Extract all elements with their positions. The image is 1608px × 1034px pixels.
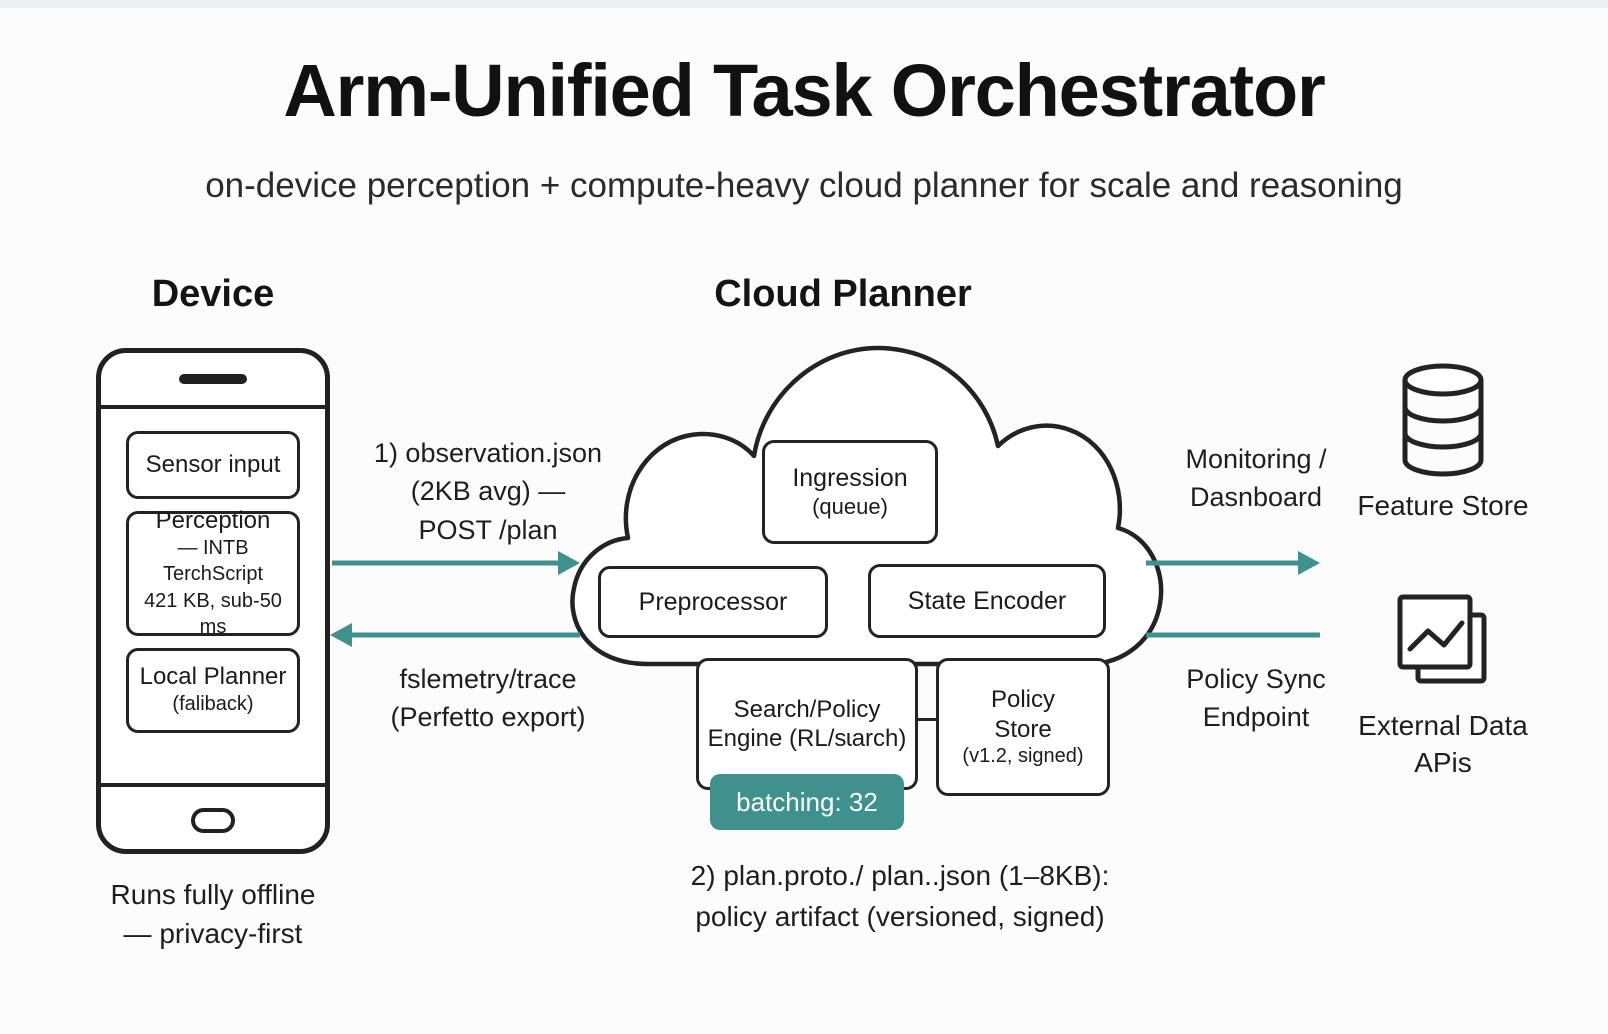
device-phone-frame: Sensor input Perception — INTB TerchScri… <box>96 348 330 854</box>
device-caption-line2: — privacy-first <box>123 917 303 949</box>
connector-search-to-policy-store <box>918 718 938 721</box>
flow-label-telemetry-line2: (Perfetto export) <box>390 702 586 733</box>
node-external-data-apis-line1: External Data <box>1358 710 1528 741</box>
cloud-box-policy-store-line1: Policy <box>990 686 1056 714</box>
phone-bottom-divider <box>101 783 325 787</box>
device-box-sensor-input-label: Sensor input <box>145 450 281 478</box>
node-external-data-apis-label: External Data APis <box>1330 708 1556 782</box>
flow-label-monitoring: Monitoring / Dasnboard <box>1140 440 1372 517</box>
page-title: Arm-Unified Task Orchestrator <box>283 49 1325 132</box>
device-column-heading: Device <box>151 273 275 315</box>
cloud-column-heading: Cloud Planner <box>714 273 972 315</box>
cloud-box-ingression-title: Ingression <box>792 464 908 493</box>
flow-label-request-line2: (2KB avg) — <box>410 476 566 507</box>
node-external-data-apis[interactable]: External Data APis <box>1330 578 1556 782</box>
cloud-box-preprocessor[interactable]: Preprocessor <box>598 566 828 638</box>
device-box-perception-model: — INTB TerchScript <box>162 536 264 586</box>
device-box-perception-title: Perception <box>155 506 271 534</box>
cloud-box-policy-store[interactable]: Policy Store (v1.2, signed) <box>936 658 1110 796</box>
cloud-box-policy-store-version: (v1.2, signed) <box>962 744 1084 767</box>
cloud-box-ingression-sub: (queue) <box>812 494 888 520</box>
cloud-caption-line1: 2) plan.proto./ plan..json (1–8KB): <box>690 860 1110 891</box>
device-box-perception[interactable]: Perception — INTB TerchScript 421 KB, su… <box>126 507 300 638</box>
flow-label-policy-sync: Policy Sync Endpoint <box>1140 660 1372 737</box>
flow-label-request-line1: 1) observation.json <box>373 438 603 468</box>
arrow-cloud-to-device <box>330 623 580 647</box>
arrow-cloud-to-feature-store <box>1146 551 1320 575</box>
device-box-sensor-input[interactable]: Sensor input <box>126 431 300 499</box>
batching-badge: batching: 32 <box>710 774 904 830</box>
device-box-local-planner-sub: (faliback) <box>172 693 254 716</box>
cloud-box-state-encoder-label: State Encoder <box>907 587 1067 615</box>
node-feature-store[interactable]: Feature Store <box>1330 358 1556 525</box>
cloud-box-search-policy-title: Search/Policy <box>733 695 881 723</box>
cloud-box-policy-store-line2: Store <box>994 715 1052 743</box>
phone-speaker-icon <box>179 374 247 384</box>
flow-label-monitoring-line2: Dasnboard <box>1189 482 1323 513</box>
chart-layers-icon <box>1330 578 1556 702</box>
phone-top-divider <box>101 405 325 409</box>
flow-label-policy-sync-line1: Policy Sync <box>1186 664 1326 694</box>
flow-label-telemetry-line1: fslemetry/trace <box>399 664 577 694</box>
device-caption-line1: Runs fully offline <box>110 879 316 910</box>
page-subtitle: on-device perception + compute-heavy clo… <box>205 166 1403 205</box>
top-strip <box>0 0 1608 8</box>
cloud-caption: 2) plan.proto./ plan..json (1–8KB): poli… <box>600 856 1200 937</box>
cloud-box-state-encoder[interactable]: State Encoder <box>868 564 1106 638</box>
arrow-device-to-cloud <box>332 551 580 575</box>
flow-label-request-line3: POST /plan <box>418 514 558 545</box>
flow-label-telemetry: fslemetry/trace (Perfetto export) <box>352 660 624 737</box>
device-caption: Runs fully offline — privacy-first <box>60 876 366 953</box>
cloud-box-search-policy-engine[interactable]: Search/Policy Engine (RL/sɩarch) <box>696 658 918 790</box>
node-external-data-apis-line2: APis <box>1414 746 1472 778</box>
flow-label-monitoring-line1: Monitoring / <box>1185 444 1327 474</box>
cloud-box-ingression[interactable]: Ingression (queue) <box>762 440 938 544</box>
phone-home-button-icon <box>191 808 235 833</box>
node-feature-store-label: Feature Store <box>1357 490 1529 521</box>
flow-label-policy-sync-line2: Endpoint <box>1202 702 1310 733</box>
device-box-perception-metrics: 421 KB, sub-50 ms <box>144 589 282 639</box>
flow-label-request: 1) observation.json (2KB avg) — POST /pl… <box>352 434 624 549</box>
cloud-box-preprocessor-label: Preprocessor <box>638 588 788 616</box>
database-icon <box>1330 358 1556 482</box>
line-cloud-to-external-apis <box>1146 632 1320 638</box>
device-box-local-planner-title: Local Planner <box>139 663 287 691</box>
device-box-local-planner[interactable]: Local Planner (faliback) <box>126 648 300 733</box>
cloud-box-search-policy-sub: Engine (RL/sɩarch) <box>707 725 907 752</box>
cloud-caption-line2: policy artifact (versioned, signed) <box>695 900 1105 932</box>
